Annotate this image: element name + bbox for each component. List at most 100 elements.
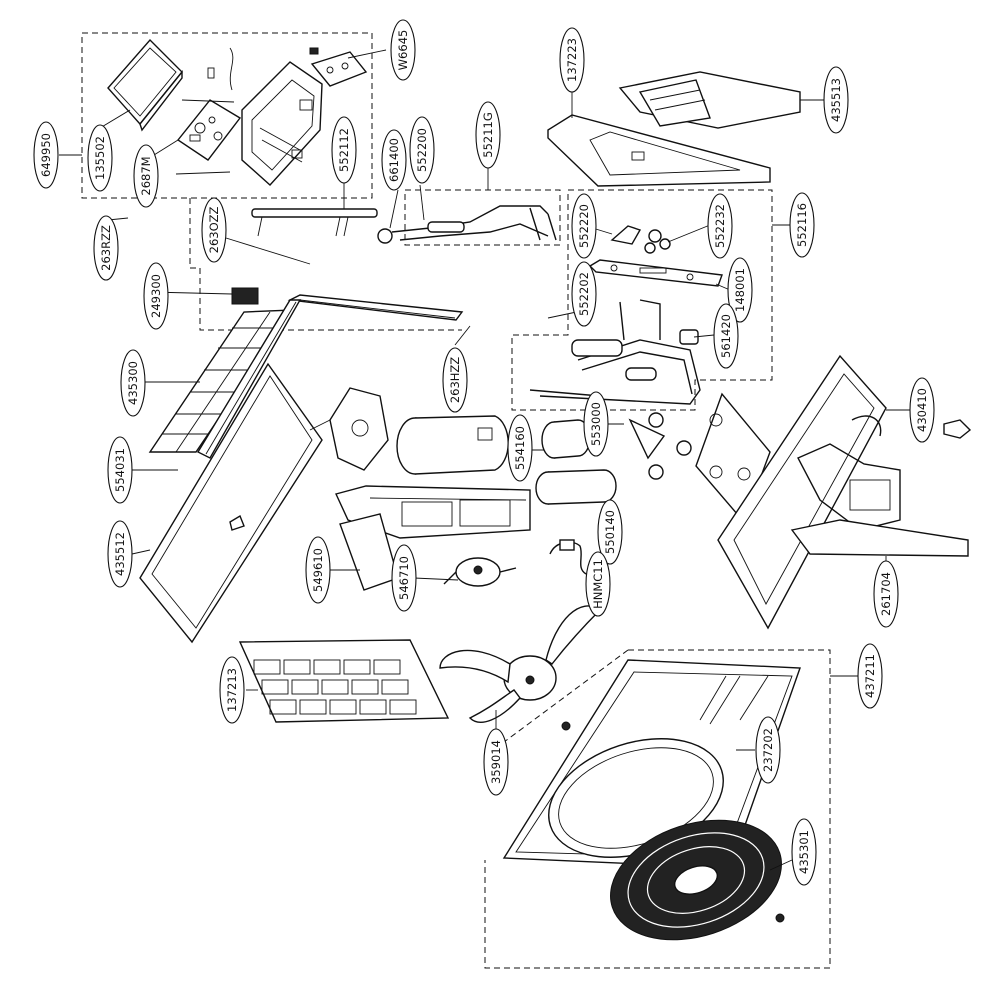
tag-435512: 435512 <box>107 520 133 588</box>
part-number-649950: 649950 <box>39 133 53 177</box>
part-number-552202: 552202 <box>577 272 591 316</box>
tag-552112: 552112 <box>331 116 357 184</box>
fan-propeller <box>439 605 602 731</box>
valve-plate <box>588 259 723 287</box>
base-pan <box>335 485 531 591</box>
part-number-261704: 261704 <box>879 572 893 616</box>
part-number-437211: 437211 <box>863 654 877 698</box>
tag-546710: 546710 <box>391 544 417 612</box>
part-number-430410: 430410 <box>915 388 929 432</box>
service-valve <box>943 419 972 439</box>
coil-top-bracket <box>231 287 464 321</box>
part-number-135502: 135502 <box>93 136 107 180</box>
fan-motor <box>443 557 517 587</box>
tag-435513: 435513 <box>823 66 849 134</box>
tag-359014: 359014 <box>483 728 509 796</box>
part-number-661400: 661400 <box>387 138 401 182</box>
air-filter-grille <box>238 639 450 723</box>
part-number-549610: 549610 <box>311 548 325 592</box>
part-number-W6645: W6645 <box>396 30 410 71</box>
top-guard-panel <box>618 71 801 129</box>
part-number-237202: 237202 <box>761 728 775 772</box>
tag-263RZZ: 263RZZ <box>93 215 119 281</box>
tag-549610: 549610 <box>305 536 331 604</box>
tag-552202: 552202 <box>571 261 597 327</box>
tag-249300: 249300 <box>143 262 169 330</box>
fan-guard-grille <box>610 819 785 941</box>
tag-237202: 237202 <box>755 716 781 784</box>
part-number-552200: 552200 <box>415 128 429 172</box>
part-number-359014: 359014 <box>489 740 503 784</box>
part-number-435513: 435513 <box>829 78 843 122</box>
part-number-HNMC11: HNMC11 <box>591 559 605 609</box>
part-number-2687M: 2687M <box>139 156 153 195</box>
part-number-546710: 546710 <box>397 556 411 600</box>
tag-553000: 553000 <box>583 391 609 457</box>
part-number-552116: 552116 <box>795 203 809 247</box>
tag-2687M: 2687M <box>133 144 159 208</box>
part-number-263OZZ: 263OZZ <box>207 207 221 254</box>
tag-552116: 552116 <box>789 192 815 258</box>
tag-148001: 148001 <box>727 257 753 323</box>
part-number-249300: 249300 <box>149 274 163 318</box>
side-panel-right <box>717 354 969 630</box>
part-number-550140: 550140 <box>603 510 617 554</box>
tag-552220: 552220 <box>571 193 597 259</box>
sound-insulation-cylinder <box>396 415 509 475</box>
valve-caps <box>628 412 692 480</box>
tag-561420: 561420 <box>713 303 739 369</box>
part-number-263RZZ: 263RZZ <box>99 225 113 271</box>
expansion-valve-assembly <box>377 205 557 244</box>
tag-HNMC11: HNMC11 <box>585 551 611 617</box>
control-box-cover <box>107 38 183 132</box>
pcb-board <box>175 99 242 175</box>
front-panel-left <box>139 362 323 644</box>
tag-137213: 137213 <box>219 656 245 724</box>
tag-661400: 661400 <box>381 129 407 191</box>
part-number-137223: 137223 <box>565 38 579 82</box>
part-number-435301: 435301 <box>797 830 811 874</box>
tag-554160: 554160 <box>507 414 533 482</box>
compressor <box>535 419 617 505</box>
part-number-561420: 561420 <box>719 314 733 358</box>
part-number-55211G: 55211G <box>481 112 495 158</box>
part-number-137213: 137213 <box>225 668 239 712</box>
tag-55211G: 55211G <box>475 101 501 169</box>
terminal-block <box>309 47 368 87</box>
group-boundaries <box>81 32 831 969</box>
tube-bracket <box>251 208 378 237</box>
part-number-552232: 552232 <box>713 204 727 248</box>
tag-435301: 435301 <box>791 818 817 886</box>
heat-exchanger-coil <box>197 299 302 459</box>
refrigerant-piping <box>529 299 701 405</box>
part-number-552112: 552112 <box>337 128 351 172</box>
tag-554031: 554031 <box>107 436 133 504</box>
tag-435300: 435300 <box>120 349 146 417</box>
tag-261704: 261704 <box>873 560 899 628</box>
wiring-harness <box>549 539 587 575</box>
part-number-263HZZ: 263HZZ <box>448 357 462 403</box>
part-number-148001: 148001 <box>733 268 747 312</box>
front-panel <box>502 659 801 869</box>
tag-430410: 430410 <box>909 377 935 443</box>
part-number-552220: 552220 <box>577 204 591 248</box>
tag-135502: 135502 <box>87 124 113 192</box>
part-number-554160: 554160 <box>513 426 527 470</box>
tag-649950: 649950 <box>33 121 59 189</box>
valve-parts <box>610 225 671 254</box>
tag-550140: 550140 <box>597 499 623 565</box>
fan-motor-mount <box>309 387 389 471</box>
part-number-435300: 435300 <box>126 361 140 405</box>
part-number-554031: 554031 <box>113 448 127 492</box>
tag-437211: 437211 <box>857 643 883 709</box>
tag-W6645: W6645 <box>390 19 416 81</box>
part-number-435512: 435512 <box>113 532 127 576</box>
tag-263HZZ: 263HZZ <box>442 347 468 413</box>
tag-263OZZ: 263OZZ <box>201 197 227 263</box>
tag-552232: 552232 <box>707 193 733 259</box>
tag-137223: 137223 <box>559 27 585 93</box>
control-box-frame <box>207 47 323 186</box>
tag-552200: 552200 <box>409 116 435 184</box>
part-number-553000: 553000 <box>589 402 603 446</box>
